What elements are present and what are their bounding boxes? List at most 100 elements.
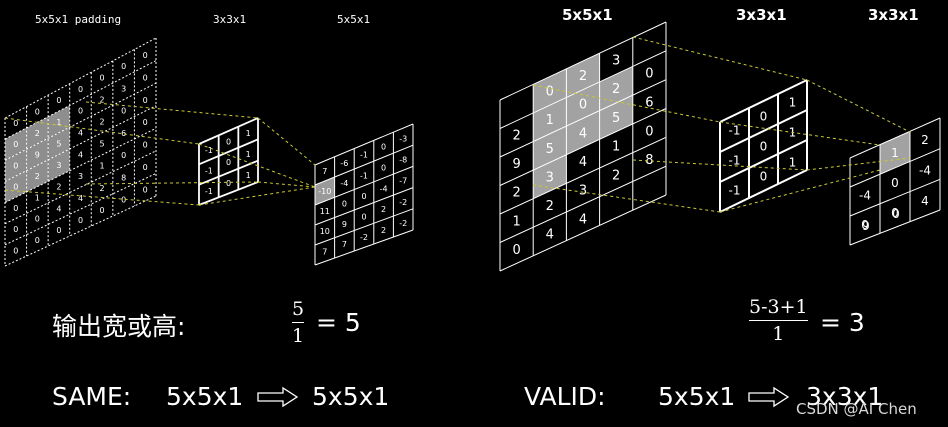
left-input-shaded-cell bbox=[5, 127, 27, 161]
right-input-cell-value: 1 bbox=[612, 140, 620, 155]
formula-label: 输出宽或高: bbox=[52, 312, 186, 341]
left-input-gridline bbox=[4, 127, 157, 204]
right-output-cell-value: 9 bbox=[862, 219, 870, 233]
left-output-cell-value: 11 bbox=[320, 207, 330, 216]
left-output-shaded-cell bbox=[315, 177, 335, 205]
right-input-gridline bbox=[499, 165, 667, 243]
left-input-cell-value: 4 bbox=[78, 129, 83, 138]
left-input-cell-value: 0 bbox=[13, 140, 18, 149]
right-input-cell-value: 2 bbox=[546, 199, 554, 214]
right-input-cell-value: 5 bbox=[546, 142, 554, 157]
right-kernel-gridline bbox=[719, 139, 808, 183]
left-input-cell-value: 0 bbox=[78, 107, 83, 116]
right-input-cell-value: 2 bbox=[579, 69, 587, 84]
right-input-shaded-cell bbox=[533, 154, 567, 199]
left-input-cell-value: 0 bbox=[121, 151, 126, 160]
right-input-gridline bbox=[499, 194, 667, 272]
left-output-cell-value: 10 bbox=[320, 227, 330, 236]
left-output-cell-value: -1 bbox=[360, 151, 368, 160]
left-kernel-gridline bbox=[198, 159, 259, 186]
right-kernel-cell-value: 1 bbox=[789, 155, 797, 169]
arrow-right-icon bbox=[748, 386, 790, 408]
right-kernel-cell-value: -1 bbox=[729, 183, 741, 197]
left-input-cell-value: 0 bbox=[121, 107, 126, 116]
left-output-cell-value: -8 bbox=[399, 156, 407, 165]
connector-line bbox=[198, 143, 316, 188]
left-kernel-cell-value: 0 bbox=[226, 137, 231, 146]
right-kernel-cell-value: 1 bbox=[789, 95, 797, 109]
left-output-cell-value: -10 bbox=[318, 187, 331, 196]
connector-line bbox=[806, 157, 911, 171]
left-output-cell-value: 7 bbox=[342, 240, 347, 249]
connector-line bbox=[632, 36, 808, 81]
connector-line bbox=[4, 189, 200, 206]
left-input-cell-value: 4 bbox=[78, 150, 83, 159]
left-input-cell-value: 5 bbox=[56, 139, 61, 148]
connector-line bbox=[719, 169, 881, 213]
left-input-cell-value: 0 bbox=[121, 196, 126, 205]
left-input-cell-value: 0 bbox=[13, 204, 18, 213]
connector-line bbox=[198, 186, 316, 206]
left-output-gridline bbox=[314, 144, 414, 186]
arrow-right-icon bbox=[257, 386, 299, 408]
left-input-cell-value: 0 bbox=[100, 73, 105, 82]
left-input-cell-value: 0 bbox=[13, 161, 18, 170]
left-input-cell-value: 1 bbox=[100, 162, 105, 171]
left-input-shaded-cell bbox=[26, 159, 49, 192]
left-kernel-gridline bbox=[198, 138, 259, 166]
right-input-cell-value: 5 bbox=[612, 111, 620, 126]
right-input-gridline bbox=[499, 79, 667, 158]
left-output-title: 5x5x1 bbox=[337, 13, 371, 26]
right-input-cell-value: 4 bbox=[579, 212, 587, 227]
valid-fraction: 5-3+1 1 bbox=[749, 296, 808, 345]
right-input-shaded-cell bbox=[533, 126, 567, 171]
left-input-cell-value: 0 bbox=[78, 85, 83, 94]
right-input-cell-value: 8 bbox=[645, 153, 653, 168]
right-input-cell-value: 4 bbox=[579, 155, 587, 170]
left-input-cell-value: 8 bbox=[121, 173, 126, 182]
left-input-gridline bbox=[4, 60, 157, 140]
connector-line bbox=[257, 117, 316, 166]
left-input-cell-value: 0 bbox=[35, 236, 40, 245]
left-kernel-cell-value: -1 bbox=[205, 187, 213, 196]
left-input-cell-value: 0 bbox=[13, 225, 18, 234]
right-output-cell-value: -4 bbox=[859, 189, 871, 203]
right-input-gridline bbox=[499, 108, 667, 186]
left-kernel-cell-value: -1 bbox=[205, 166, 213, 175]
left-input-cell-value: 0 bbox=[56, 96, 61, 105]
left-output-cell-value: 0 bbox=[342, 199, 347, 208]
left-kernel-title: 3x3x1 bbox=[213, 13, 247, 26]
same-mode-label: SAME: bbox=[52, 382, 132, 411]
left-output-cell-value: -4 bbox=[380, 184, 388, 193]
left-input-cell-value: 0 bbox=[143, 96, 148, 105]
left-input-cell-value: 0 bbox=[143, 73, 148, 82]
left-input-cell-value: 2 bbox=[35, 172, 40, 181]
connector-line bbox=[85, 101, 259, 119]
right-input-shaded-cell bbox=[533, 68, 567, 113]
left-kernel-cell-value: 0 bbox=[226, 158, 231, 167]
left-kernel-gridline bbox=[198, 117, 259, 145]
right-kernel-gridline bbox=[719, 109, 808, 153]
connector-line bbox=[4, 117, 200, 145]
left-input-cell-value: 0 bbox=[143, 118, 148, 127]
valid-result: = 3 bbox=[820, 308, 865, 337]
right-input-cell-value: 2 bbox=[612, 82, 620, 97]
right-input-cell-value: 4 bbox=[546, 228, 554, 243]
left-input-shaded-cell bbox=[5, 149, 27, 182]
watermark: CSDN @AI Chen bbox=[796, 400, 917, 418]
left-output-cell-value: 2 bbox=[381, 205, 386, 214]
left-input-cell-value: 3 bbox=[78, 172, 83, 181]
connector-line bbox=[85, 181, 259, 185]
right-input-cell-value: 0 bbox=[645, 67, 653, 82]
left-input-title: 5x5x1 padding bbox=[35, 13, 122, 26]
same-denominator: 1 bbox=[292, 325, 305, 347]
right-input-cell-value: 6 bbox=[645, 95, 653, 110]
left-input-cell-value: 2 bbox=[56, 183, 61, 192]
right-input-shaded-cell bbox=[533, 97, 567, 142]
left-output-cell-value: 0 bbox=[361, 212, 366, 221]
left-input-cell-value: 0 bbox=[56, 226, 61, 235]
right-input-cell-value: 4 bbox=[579, 126, 587, 141]
right-input-cell-value: 1 bbox=[512, 214, 520, 229]
left-input-cell-value: 0 bbox=[100, 206, 105, 215]
